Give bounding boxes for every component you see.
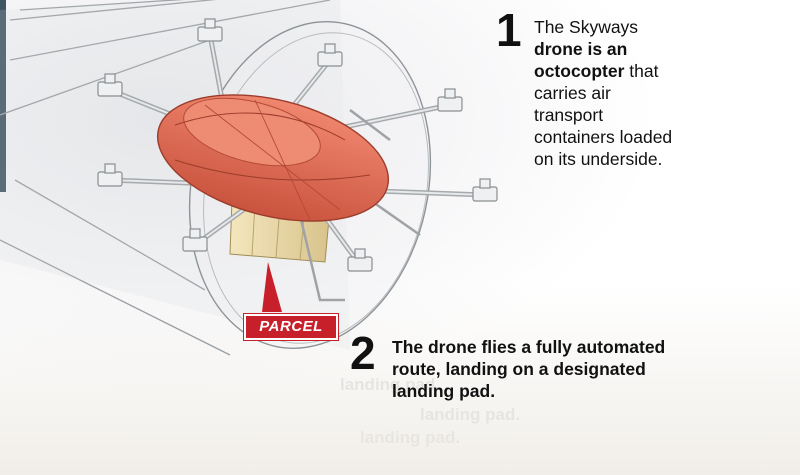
step-2-callout: 2 The drone flies a fully automated rout… [350,327,712,402]
rotor-motors [97,18,498,272]
step-1-text-bold: drone is an octocopter [534,39,628,81]
step-1-text-pre: The Skyways [534,17,639,37]
transport-tube [0,0,331,356]
step-1-text: The Skyways drone is an octocopter that … [534,16,684,170]
parcel-label: PARCEL [244,314,338,340]
left-accent-bar [0,0,6,192]
ghost-text-reflection-2: landing pad. [420,405,521,424]
ghost-text-reflection-3: landing pad. [360,428,461,447]
landing-legs [298,109,421,302]
step-1-text-post: that carries air transport containers lo… [534,61,673,169]
drone-body [156,94,390,222]
step-1-callout: 1 The Skyways drone is an octocopter tha… [496,4,684,170]
ghost-text-reflection: landing pad. [340,375,441,394]
step-2-text: The drone flies a fully automated route,… [392,337,666,401]
parcel-pointer [262,262,282,312]
step-2-number: 2 [350,327,376,379]
tube-fill [0,0,350,350]
step-1-number: 1 [496,4,522,56]
